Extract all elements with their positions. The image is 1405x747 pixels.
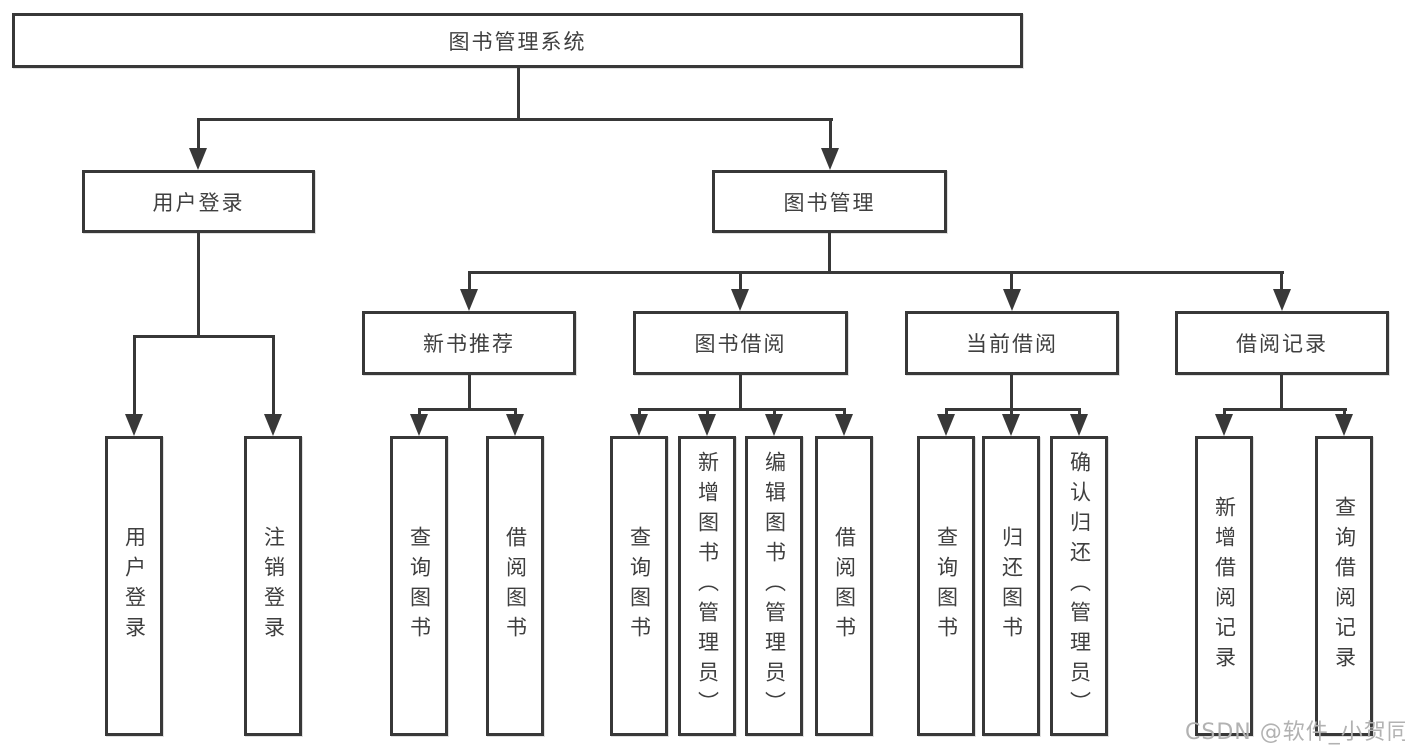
arrowhead-down-icon — [125, 414, 143, 436]
node-library-management-system: 图书管理系统 — [12, 13, 1023, 68]
connector-line — [468, 274, 471, 289]
node-leaf-user-login: 用户登录 — [105, 436, 163, 736]
connector-line — [1010, 411, 1013, 415]
connector-line — [739, 274, 742, 289]
node-label: 图书管理系统 — [448, 29, 587, 54]
node-label: 图书借阅 — [694, 332, 787, 356]
arrowhead-down-icon — [506, 414, 524, 436]
arrowhead-down-icon — [1002, 414, 1020, 436]
node-label: 新增借阅记录 — [1212, 496, 1237, 676]
connector-line — [272, 338, 275, 414]
connector-line — [773, 411, 776, 415]
arrowhead-down-icon — [410, 414, 428, 436]
connector-line — [1010, 274, 1013, 289]
node-label: 查询图书 — [407, 526, 432, 646]
node-label: 归还图书 — [999, 526, 1024, 646]
arrowhead-down-icon — [630, 414, 648, 436]
node-leaf-logout: 注销登录 — [244, 436, 302, 736]
connector-line — [1078, 411, 1081, 415]
node-leaf-query-books-current: 查询图书 — [917, 436, 975, 736]
node-label: 图书管理 — [783, 190, 876, 215]
connector-line — [1280, 375, 1283, 411]
connector-line — [945, 411, 948, 415]
node-label: 查询借阅记录 — [1332, 496, 1357, 676]
arrowhead-down-icon — [1215, 414, 1233, 436]
connector-line — [197, 118, 833, 121]
node-label: 编辑图书（管理员） — [762, 451, 787, 721]
arrowhead-down-icon — [765, 414, 783, 436]
connector-line — [1343, 411, 1346, 415]
node-leaf-query-books-recommend: 查询图书 — [390, 436, 448, 736]
connector-line — [945, 408, 1081, 411]
node-user-login: 用户登录 — [82, 170, 315, 233]
connector-line — [418, 411, 421, 415]
connector-line — [514, 411, 517, 415]
arrowhead-down-icon — [698, 414, 716, 436]
node-leaf-return-books: 归还图书 — [982, 436, 1040, 736]
connector-line — [517, 68, 520, 118]
node-label: 注销登录 — [261, 526, 286, 646]
connector-line — [418, 408, 517, 411]
node-leaf-edit-books-admin: 编辑图书（管理员） — [745, 436, 803, 736]
connector-line — [1280, 274, 1283, 289]
connector-line — [706, 411, 709, 415]
node-leaf-confirm-return-admin: 确认归还（管理员） — [1050, 436, 1108, 736]
connector-line — [1010, 375, 1013, 411]
node-label: 新增图书（管理员） — [695, 451, 720, 721]
node-label: 查询图书 — [627, 526, 652, 646]
connector-line — [468, 375, 471, 411]
connector-line — [843, 411, 846, 415]
node-leaf-query-borrow-record: 查询借阅记录 — [1315, 436, 1373, 736]
node-leaf-add-borrow-record: 新增借阅记录 — [1195, 436, 1253, 736]
arrowhead-down-icon — [731, 289, 749, 311]
connector-line — [133, 335, 275, 338]
node-label: 借阅记录 — [1236, 332, 1328, 356]
arrowhead-down-icon — [1003, 289, 1021, 311]
connector-line — [1223, 408, 1347, 411]
arrowhead-down-icon — [264, 414, 282, 436]
node-label: 用户登录 — [122, 526, 147, 646]
connector-line — [468, 271, 1284, 274]
node-leaf-borrow-books-recommend: 借阅图书 — [486, 436, 544, 736]
arrowhead-down-icon — [835, 414, 853, 436]
node-label: 借阅图书 — [832, 526, 857, 646]
node-label: 当前借阅 — [966, 332, 1058, 356]
connector-line — [829, 118, 832, 148]
connector-line — [197, 233, 200, 338]
node-label: 用户登录 — [152, 190, 245, 215]
arrowhead-down-icon — [1335, 414, 1353, 436]
node-leaf-add-books-admin: 新增图书（管理员） — [678, 436, 736, 736]
arrowhead-down-icon — [821, 148, 839, 170]
node-book-management: 图书管理 — [712, 170, 947, 233]
csdn-watermark: CSDN @软件_小贺同学 — [1185, 720, 1405, 745]
node-label: 新书推荐 — [423, 332, 515, 356]
connector-line — [828, 233, 831, 274]
arrowhead-down-icon — [937, 414, 955, 436]
node-new-book-recommendation: 新书推荐 — [362, 311, 576, 375]
node-book-borrowing: 图书借阅 — [633, 311, 848, 375]
node-label: 查询图书 — [934, 526, 959, 646]
connector-line — [197, 118, 200, 148]
node-borrowing-records: 借阅记录 — [1175, 311, 1389, 375]
node-label: 确认归还（管理员） — [1067, 451, 1092, 721]
arrowhead-down-icon — [1070, 414, 1088, 436]
node-leaf-query-books-borrowing: 查询图书 — [610, 436, 668, 736]
connector-line — [1223, 411, 1226, 415]
connector-line — [133, 338, 136, 414]
arrowhead-down-icon — [189, 148, 207, 170]
node-leaf-borrow-books: 借阅图书 — [815, 436, 873, 736]
connector-line — [739, 375, 742, 411]
connector-line — [638, 411, 641, 415]
arrowhead-down-icon — [1273, 289, 1291, 311]
arrowhead-down-icon — [460, 289, 478, 311]
node-label: 借阅图书 — [503, 526, 528, 646]
node-current-borrowing: 当前借阅 — [905, 311, 1119, 375]
connector-line — [638, 408, 846, 411]
